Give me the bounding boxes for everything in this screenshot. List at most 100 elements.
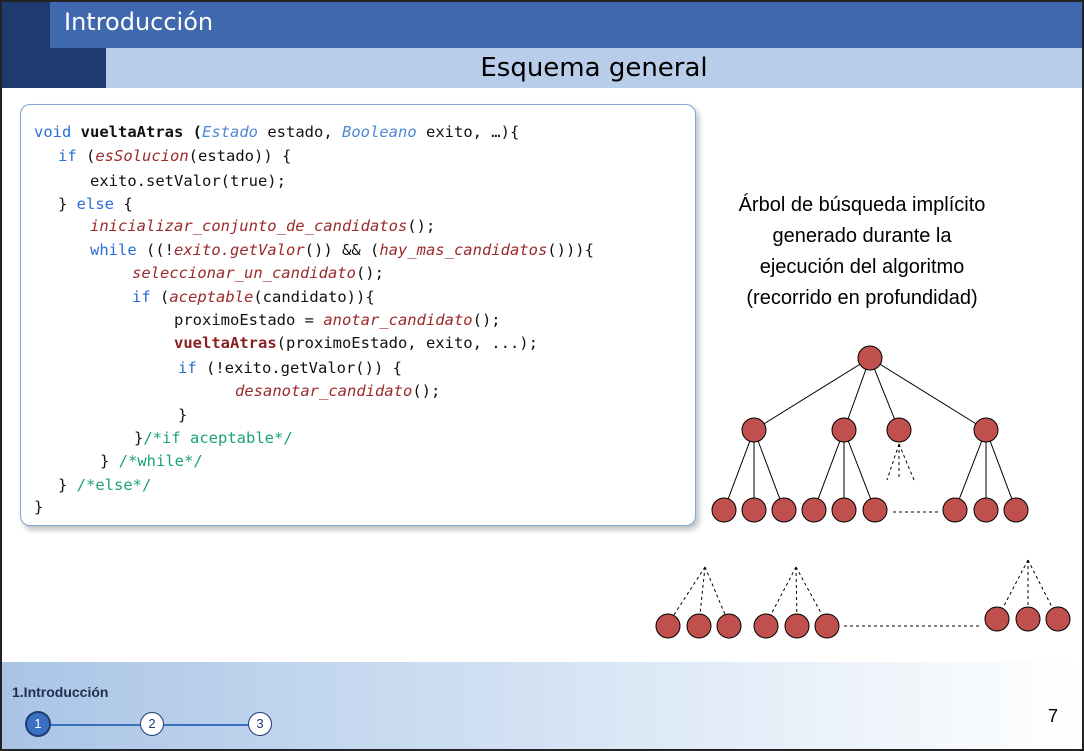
code-function-call: hay_mas_candidatos	[379, 241, 548, 259]
tree-node	[686, 613, 712, 639]
page-number: 7	[1048, 706, 1059, 726]
code-line-1: void vueltaAtras (Estado estado, Boolean…	[34, 122, 519, 142]
tree-node	[942, 497, 968, 523]
code-line-8: if (aceptable(candidato)){	[132, 287, 375, 307]
code-line-10: vueltaAtras(proximoEstado, exito, ...);	[174, 333, 538, 353]
code-text: ();	[407, 217, 436, 235]
subheader-band	[50, 48, 1082, 88]
tree-edge	[813, 429, 845, 511]
code-comment: /*while*/	[118, 452, 203, 470]
code-function-name: vueltaAtras (	[80, 123, 202, 141]
code-type: Estado	[202, 123, 258, 141]
tree-edge-dashed	[765, 566, 797, 625]
tree-node	[973, 497, 999, 523]
code-type: Booleano	[342, 123, 417, 141]
footer-section-label: 1.Introducción	[12, 684, 109, 700]
code-comment: /*else*/	[76, 476, 152, 494]
tree-caption: Árbol de búsqueda implícito generado dur…	[710, 190, 1014, 314]
section-title: Introducción	[64, 8, 214, 36]
code-line-17: }	[34, 498, 44, 516]
code-line-7: seleccionar_un_candidato();	[132, 263, 384, 283]
code-function-call: anotar_candidato	[323, 311, 473, 329]
progress-connector	[162, 724, 250, 726]
tree-node	[814, 613, 840, 639]
tree-node	[1015, 606, 1041, 632]
search-tree-diagram	[655, 345, 1071, 639]
code-text: }	[100, 452, 119, 470]
slide-title: Esquema general	[480, 53, 708, 83]
header-accent-block	[2, 2, 50, 88]
code-text: ((!	[136, 241, 174, 259]
code-text: ();	[472, 311, 501, 329]
tree-edge	[869, 357, 900, 431]
tree-node	[753, 613, 779, 639]
code-function-call: aceptable	[169, 288, 254, 306]
code-function-call: seleccionar_un_candidato	[132, 264, 356, 282]
code-line-3: exito.setValor(true);	[90, 172, 286, 190]
tree-edge-dashed	[795, 566, 828, 625]
code-line-6: while ((!exito.getValor()) && (hay_mas_c…	[90, 240, 594, 260]
code-text: }	[58, 195, 77, 213]
code-text: ();	[412, 382, 441, 400]
code-text: ())){	[547, 241, 594, 259]
code-text: (proximoEstado, exito, ...);	[276, 334, 538, 352]
code-text: (!exito.getValor()) {	[196, 359, 402, 377]
code-text: exito, …){	[416, 123, 520, 141]
code-function-call: inicializar_conjunto_de_candidatos	[90, 217, 408, 235]
code-text: estado,	[258, 123, 342, 141]
code-line-14: }/*if aceptable*/	[134, 428, 293, 448]
code-keyword: void	[34, 123, 72, 141]
code-line-4: } else {	[58, 194, 133, 214]
tree-node	[886, 417, 912, 443]
code-function-call: esSolucion	[95, 147, 189, 165]
tree-caption-line: ejecución del algoritmo	[759, 256, 965, 278]
progress-step-2[interactable]: 2	[140, 712, 164, 736]
tree-node	[862, 497, 888, 523]
tree-edge-dashed	[667, 566, 706, 625]
progress-step-1[interactable]: 1	[26, 712, 50, 736]
tree-node	[831, 497, 857, 523]
code-keyword: while	[90, 241, 137, 259]
code-line-15: } /*while*/	[100, 451, 203, 471]
tree-edge	[843, 357, 871, 431]
tree-node	[741, 417, 767, 443]
code-keyword: if	[178, 359, 197, 377]
code-keyword: else	[76, 195, 114, 213]
code-line-13: }	[178, 406, 188, 424]
code-text: (candidato)){	[253, 288, 375, 306]
code-text: proximoEstado =	[174, 311, 324, 329]
tree-node	[831, 417, 857, 443]
tree-edge	[753, 357, 871, 431]
code-text: (estado)) {	[188, 147, 292, 165]
code-keyword: if	[58, 147, 77, 165]
header-band	[2, 2, 1082, 48]
tree-edge-dashed	[898, 443, 915, 481]
code-panel	[20, 104, 696, 526]
tree-caption-line: generado durante la	[772, 225, 952, 247]
tree-node	[655, 613, 681, 639]
code-line-12: desanotar_candidato();	[235, 381, 440, 401]
tree-node	[1003, 497, 1029, 523]
code-function-call: vueltaAtras	[174, 334, 277, 352]
tree-caption-line: Árbol de búsqueda implícito	[738, 194, 986, 216]
tree-edge	[869, 357, 987, 431]
tree-edge	[985, 429, 1017, 511]
progress-connector	[48, 724, 140, 726]
tree-node	[741, 497, 767, 523]
tree-caption-line: (recorrido en profundidad)	[746, 287, 978, 309]
tree-edge	[954, 429, 987, 511]
tree-node-root	[857, 345, 883, 371]
tree-node	[711, 497, 737, 523]
tree-edge-dashed	[704, 566, 730, 625]
code-text: }	[58, 476, 77, 494]
code-keyword: if	[132, 288, 151, 306]
tree-edge	[843, 429, 876, 511]
tree-node	[716, 613, 742, 639]
tree-node	[984, 606, 1010, 632]
tree-node	[801, 497, 827, 523]
code-function-call: exito.getValor	[174, 241, 305, 259]
code-function-call: desanotar_candidato	[235, 382, 413, 400]
code-text: (	[76, 147, 96, 165]
progress-step-3[interactable]: 3	[248, 712, 272, 736]
code-text: }	[134, 429, 144, 447]
